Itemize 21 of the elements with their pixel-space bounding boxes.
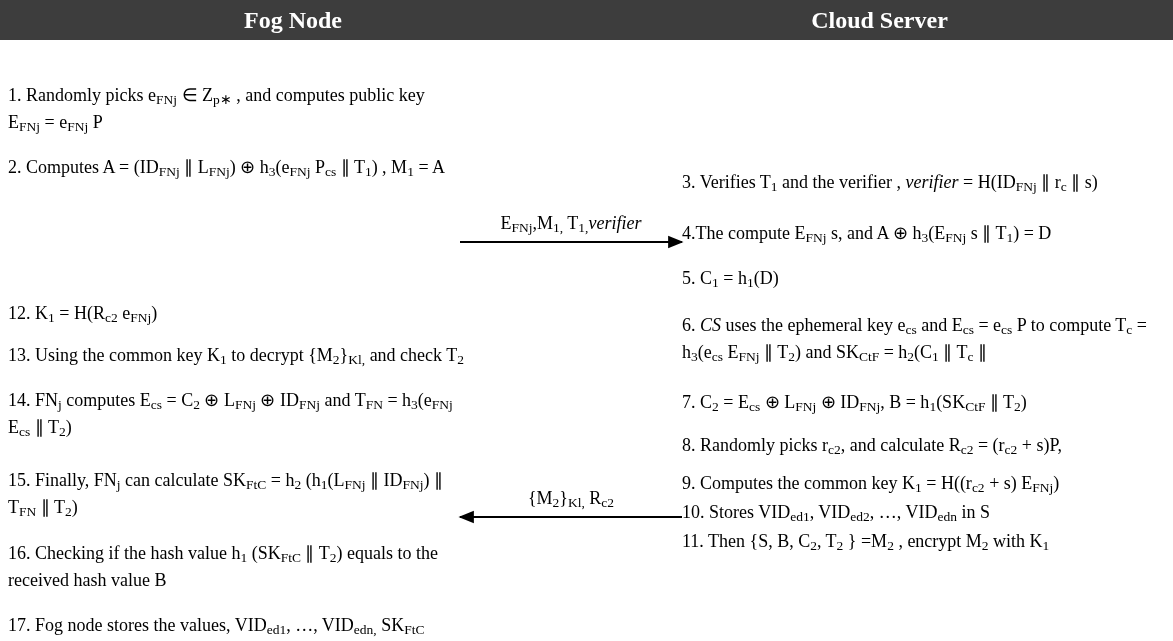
step-text: 9. Computes the common key K$_{1}$ = H((r$_{c2}$ + s) E$_{FNj}$) — [682, 470, 1170, 497]
step-text: 15. Finally, FN$_{j}$ can calculate SK$_{FtC}$ = h$_{2}$ (h$_{1}$(L$_{FNj}$ ∥ ID$_{FNj}$) ∥ T$_{FN}$ ∥ T$_{2}$) — [8, 467, 460, 521]
step-text: 13. Using the common key K$_{1}$ to decrypt {M$_{2}$}$_{Kl,}$ and check T$_{2}$ — [8, 342, 528, 369]
step-text: 14. FN$_{j}$ computes E$_{cs}$ = C$_{2}$ ⊕ L$_{FNj}$ ⊕ ID$_{FNj}$ and T$_{FN}$ = h$_{3}$(e$_{FNj}$ E$_{cs}$ ∥ T$_{2}$) — [8, 387, 460, 441]
step-text: 2. Computes A = (ID$_{FNj}$ ∥ L$_{FNj}$) ⊕ h$_{3}$(e$_{FNj}$ P$_{cs}$ ∥ T$_{1}$) , M$_{1}$ = A — [8, 154, 460, 254]
step-text: 3. Verifies T$_{1}$ and the verifier , verifier = H(ID$_{FNj}$ ∥ r$_{c}$ ∥ s) — [682, 169, 1170, 196]
step-text: 17. Fog node stores the values, VID$_{ed1}$, …, VID$_{edn,}$ SK$_{FtC}$ — [8, 612, 568, 639]
step-text: 16. Checking if the hash value h$_{1}$ (SK$_{FtC}$ ∥ T$_{2}$) equals to the received hash value B — [8, 540, 460, 594]
step-text: 4.The compute E$_{FNj}$ s, and A ⊕ h$_{3}$(E$_{FNj}$ s ∥ T$_{1}$) = D — [682, 220, 1170, 247]
step-text: 6. CS uses the ephemeral key e$_{cs}$ and E$_{cs}$ = e$_{cs}$ P to compute T$_{c}$ = h$_{3}$(e$_{cs}$ E$_{FNj}$ ∥ T$_{2}$) and SK$_{CtF}$ = h$_{2}$(C$_{1}$ ∥ T$_{c}$ ∥ — [682, 312, 1170, 366]
step-text: 1. Randomly picks e$_{FNj}$ ∈ Z$_{p∗}$ , and computes public key E$_{FNj}$ = e$_{FNj}$ P — [8, 82, 460, 136]
column-header: Cloud Server — [586, 0, 1173, 40]
step-text: 7. C$_{2}$ = E$_{cs}$ ⊕ L$_{FNj}$ ⊕ ID$_{FNj}$, B = h$_{1}$(SK$_{CtF}$ ∥ T$_{2}$) — [682, 389, 1170, 416]
step-text: 12. K$_{1}$ = H(R$_{c2}$ e$_{FNj}$) — [8, 300, 460, 327]
step-text: 8. Randomly picks r$_{c2}$, and calculate R$_{c2}$ = (r$_{c2}$ + s)P, — [682, 432, 1170, 459]
arrow — [458, 510, 682, 524]
column-header: Fog Node — [0, 0, 586, 40]
step-text: 11. Then {S, B, C$_{2}$, T$_{2}$ } =M$_{2}$ , encrypt M$_{2}$ with K$_{1}$ — [682, 528, 1170, 555]
arrow — [460, 235, 684, 249]
step-text: 5. C$_{1}$ = h$_{1}$(D) — [682, 265, 1170, 292]
step-text: 10. Stores VID$_{ed1}$, VID$_{ed2}$, …, VID$_{edn}$ in S — [682, 499, 1170, 526]
